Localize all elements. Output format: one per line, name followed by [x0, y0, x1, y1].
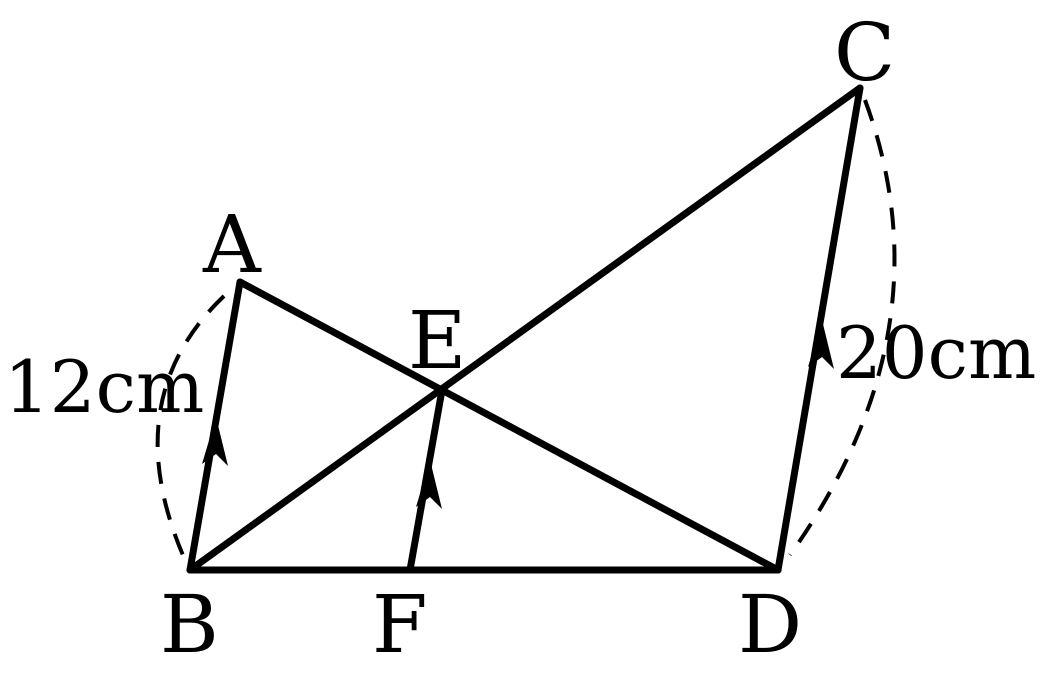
segment-ad	[236, 278, 782, 574]
point-label-b: B	[160, 578, 219, 671]
parallel-arrow-cd	[808, 320, 834, 369]
length-label-cd: 20cm	[836, 311, 1036, 395]
segment-bc	[186, 84, 864, 574]
point-label-a: A	[202, 198, 262, 291]
point-label-f: F	[372, 578, 428, 671]
length-label-ab: 12cm	[4, 345, 204, 429]
ab-length-brace	[155, 294, 226, 561]
segment-cd	[774, 84, 864, 574]
cd-length-brace	[788, 99, 897, 557]
parallel-arrow-ef	[416, 460, 442, 509]
point-label-c: C	[834, 6, 895, 99]
point-label-d: D	[738, 578, 802, 671]
point-label-e: E	[408, 294, 466, 387]
parallel-arrow-ab	[202, 417, 228, 466]
